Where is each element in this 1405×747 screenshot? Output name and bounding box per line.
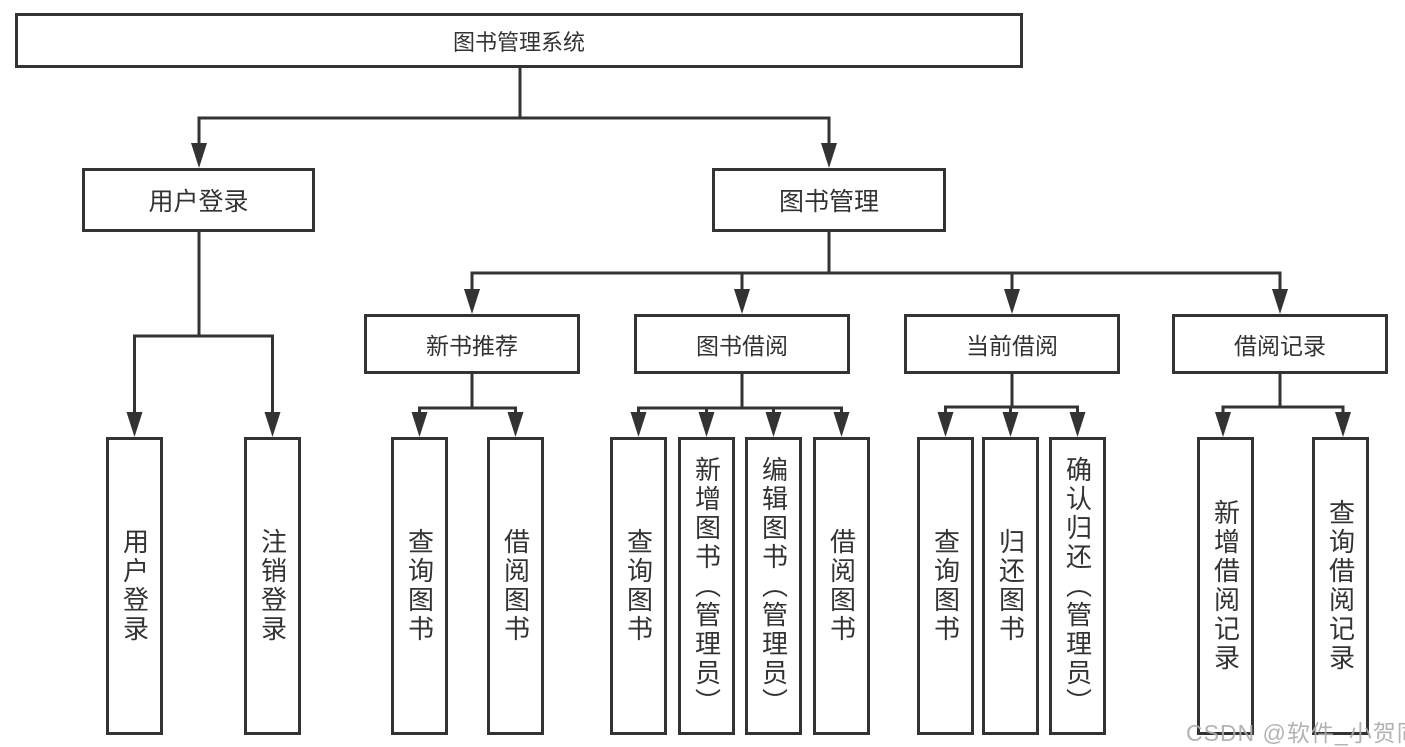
node-book-management: 图书管理 [712,168,946,232]
leaf-query-borrow-record: 查询借阅记录 [1312,437,1369,735]
leaf-confirm-return-admin-label: 确认归还（管理员） [1062,455,1093,717]
node-library-management-system: 图书管理系统 [15,13,1023,68]
arrowhead-down-icon [698,412,715,437]
arrowhead-down-icon [1004,289,1020,314]
leaf-user-login-label: 用户登录 [119,528,150,644]
leaf-logout-label: 注销登录 [257,528,288,644]
leaf-edit-books-admin: 编辑图书（管理员） [745,437,802,735]
leaf-query-books-recommend-label: 查询图书 [404,528,435,644]
arrowhead-down-icon [765,412,782,437]
arrowhead-down-icon [833,412,850,437]
arrowhead-down-icon [411,412,428,437]
leaf-confirm-return-admin: 确认归还（管理员） [1049,437,1106,735]
leaf-query-books-current-label: 查询图书 [930,528,961,644]
node-user-login-label: 用户登录 [148,188,249,216]
arrowhead-down-icon [1335,412,1351,437]
node-user-login: 用户登录 [82,168,315,232]
leaf-edit-books-admin-label: 编辑图书（管理员） [758,455,789,717]
arrowhead-down-icon [191,143,207,168]
leaf-borrow-books: 借阅图书 [813,437,870,735]
arrowhead-down-icon [264,412,281,437]
node-library-management-system-label: 图书管理系统 [452,29,585,55]
arrowhead-down-icon [1069,412,1086,437]
node-current-borrowing-label: 当前借阅 [966,333,1058,359]
leaf-return-books: 归还图书 [982,437,1039,735]
leaf-query-books-borrowing: 查询图书 [610,437,667,735]
node-book-borrowing: 图书借阅 [634,314,850,374]
leaf-add-borrow-record: 新增借阅记录 [1197,437,1254,735]
node-book-management-label: 图书管理 [778,188,879,216]
csdn-watermark: CSDN @软件_小贺同学 [1186,720,1405,746]
arrowhead-down-icon [937,412,954,437]
arrowhead-down-icon [1002,412,1019,437]
node-new-book-recommend: 新书推荐 [364,314,580,374]
leaf-query-books-recommend: 查询图书 [391,437,448,735]
node-borrowing-records: 借阅记录 [1172,314,1388,374]
leaf-logout: 注销登录 [244,437,301,735]
node-new-book-recommend-label: 新书推荐 [426,333,518,359]
leaf-return-books-label: 归还图书 [995,528,1026,644]
node-borrowing-records-label: 借阅记录 [1234,333,1326,359]
leaf-user-login: 用户登录 [106,437,163,735]
arrowhead-down-icon [464,289,480,314]
leaf-borrow-books-recommend: 借阅图书 [487,437,544,735]
arrowhead-down-icon [630,412,647,437]
leaf-query-books-current: 查询图书 [917,437,974,735]
leaf-query-borrow-record-label: 查询借阅记录 [1325,499,1356,673]
leaf-query-books-borrowing-label: 查询图书 [623,528,654,644]
leaf-borrow-books-label: 借阅图书 [826,528,857,644]
arrowhead-down-icon [1272,289,1288,314]
leaf-add-books-admin-label: 新增图书（管理员） [691,455,722,717]
arrowhead-down-icon [821,143,837,168]
arrowhead-down-icon [1215,412,1231,437]
node-book-borrowing-label: 图书借阅 [696,333,788,359]
arrowhead-down-icon [734,289,750,314]
arrowhead-down-icon [126,412,143,437]
leaf-borrow-books-recommend-label: 借阅图书 [500,528,531,644]
leaf-add-borrow-record-label: 新增借阅记录 [1210,499,1241,673]
node-current-borrowing: 当前借阅 [904,314,1120,374]
arrowhead-down-icon [507,412,524,437]
leaf-add-books-admin: 新增图书（管理员） [678,437,735,735]
